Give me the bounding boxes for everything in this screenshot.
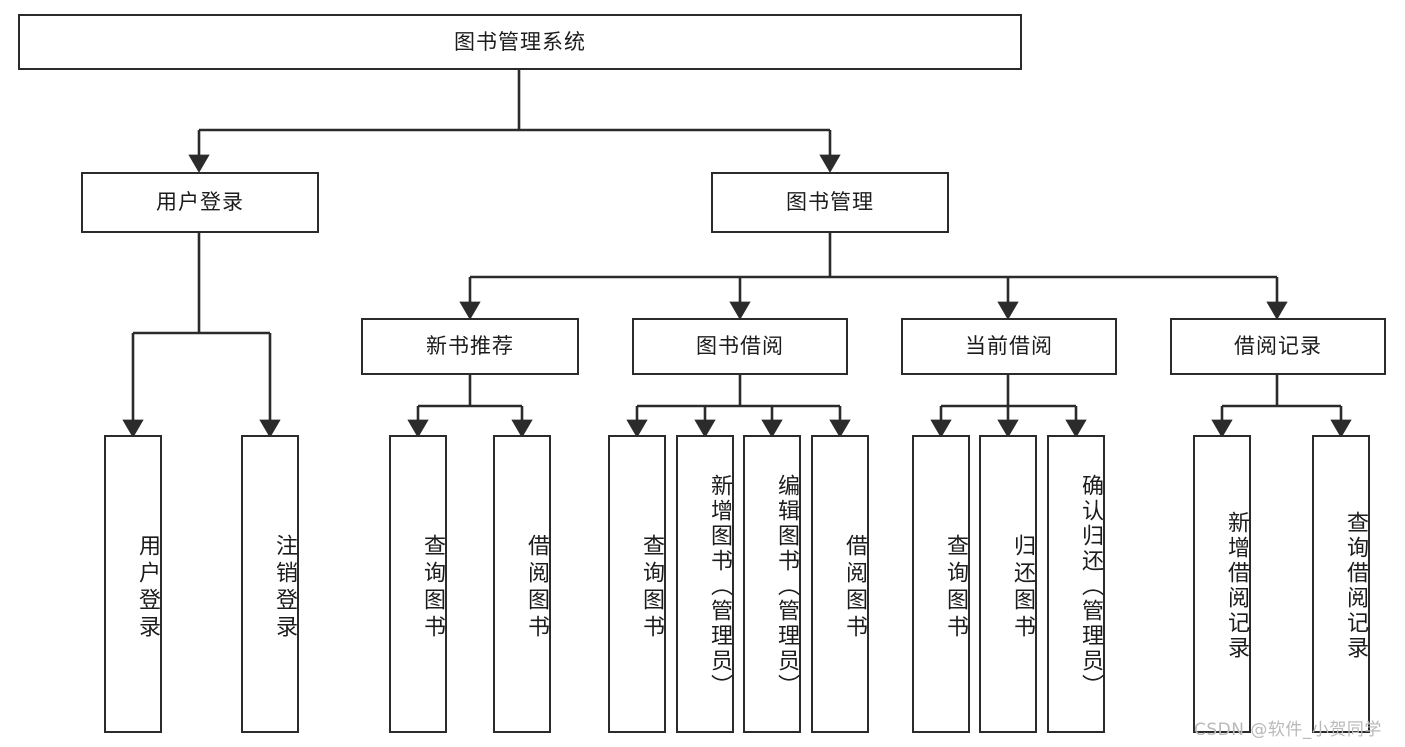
leaf-borrow-query[interactable]: 查询图书	[608, 435, 666, 733]
leaf-current-query-label: 查询图书	[943, 534, 968, 642]
leaf-borrow-query-label: 查询图书	[639, 534, 664, 642]
node-user-login[interactable]: 用户登录	[81, 172, 319, 233]
node-user-login-label: 用户登录	[156, 190, 244, 215]
leaf-user-login-signout-label: 注销登录	[272, 534, 297, 642]
leaf-borrow-edit-book-label: 编辑图书（管理员）	[774, 473, 799, 699]
leaf-records-query-label: 查询借阅记录	[1343, 511, 1368, 661]
node-borrow-records[interactable]: 借阅记录	[1170, 318, 1386, 375]
leaf-current-return-label: 归还图书	[1010, 534, 1035, 642]
node-book-borrow[interactable]: 图书借阅	[632, 318, 848, 375]
node-book-management[interactable]: 图书管理	[711, 172, 949, 233]
node-book-borrow-label: 图书借阅	[696, 334, 784, 359]
node-new-book-recommend-label: 新书推荐	[426, 334, 514, 359]
node-current-borrow[interactable]: 当前借阅	[901, 318, 1117, 375]
node-current-borrow-label: 当前借阅	[965, 334, 1053, 359]
leaf-new-book-query[interactable]: 查询图书	[389, 435, 447, 733]
leaf-records-add[interactable]: 新增借阅记录	[1193, 435, 1251, 733]
leaf-user-login-signin-label: 用户登录	[135, 534, 160, 642]
leaf-borrow-edit-book[interactable]: 编辑图书（管理员）	[743, 435, 801, 733]
leaf-user-login-signout[interactable]: 注销登录	[241, 435, 299, 733]
leaf-current-query[interactable]: 查询图书	[912, 435, 970, 733]
leaf-records-query[interactable]: 查询借阅记录	[1312, 435, 1370, 733]
node-root-label: 图书管理系统	[454, 29, 586, 54]
leaf-new-book-query-label: 查询图书	[420, 534, 445, 642]
node-borrow-records-label: 借阅记录	[1234, 334, 1322, 359]
leaf-new-book-borrow-label: 借阅图书	[524, 534, 549, 642]
leaf-current-confirm-return[interactable]: 确认归还（管理员）	[1047, 435, 1105, 733]
leaf-records-add-label: 新增借阅记录	[1224, 511, 1249, 661]
csdn-watermark-text: CSDN @软件_小贺同学	[1194, 720, 1382, 740]
node-book-management-label: 图书管理	[786, 190, 874, 215]
node-new-book-recommend[interactable]: 新书推荐	[361, 318, 579, 375]
csdn-watermark: CSDN @软件_小贺同学	[1194, 715, 1382, 740]
leaf-borrow-add-book[interactable]: 新增图书（管理员）	[676, 435, 734, 733]
node-root[interactable]: 图书管理系统	[18, 14, 1022, 70]
leaf-borrow-add-book-label: 新增图书（管理员）	[707, 473, 732, 699]
leaf-user-login-signin[interactable]: 用户登录	[104, 435, 162, 733]
leaf-new-book-borrow[interactable]: 借阅图书	[493, 435, 551, 733]
leaf-current-confirm-return-label: 确认归还（管理员）	[1078, 473, 1103, 699]
leaf-current-return[interactable]: 归还图书	[979, 435, 1037, 733]
leaf-borrow-borrow-book-label: 借阅图书	[842, 534, 867, 642]
leaf-borrow-borrow-book[interactable]: 借阅图书	[811, 435, 869, 733]
